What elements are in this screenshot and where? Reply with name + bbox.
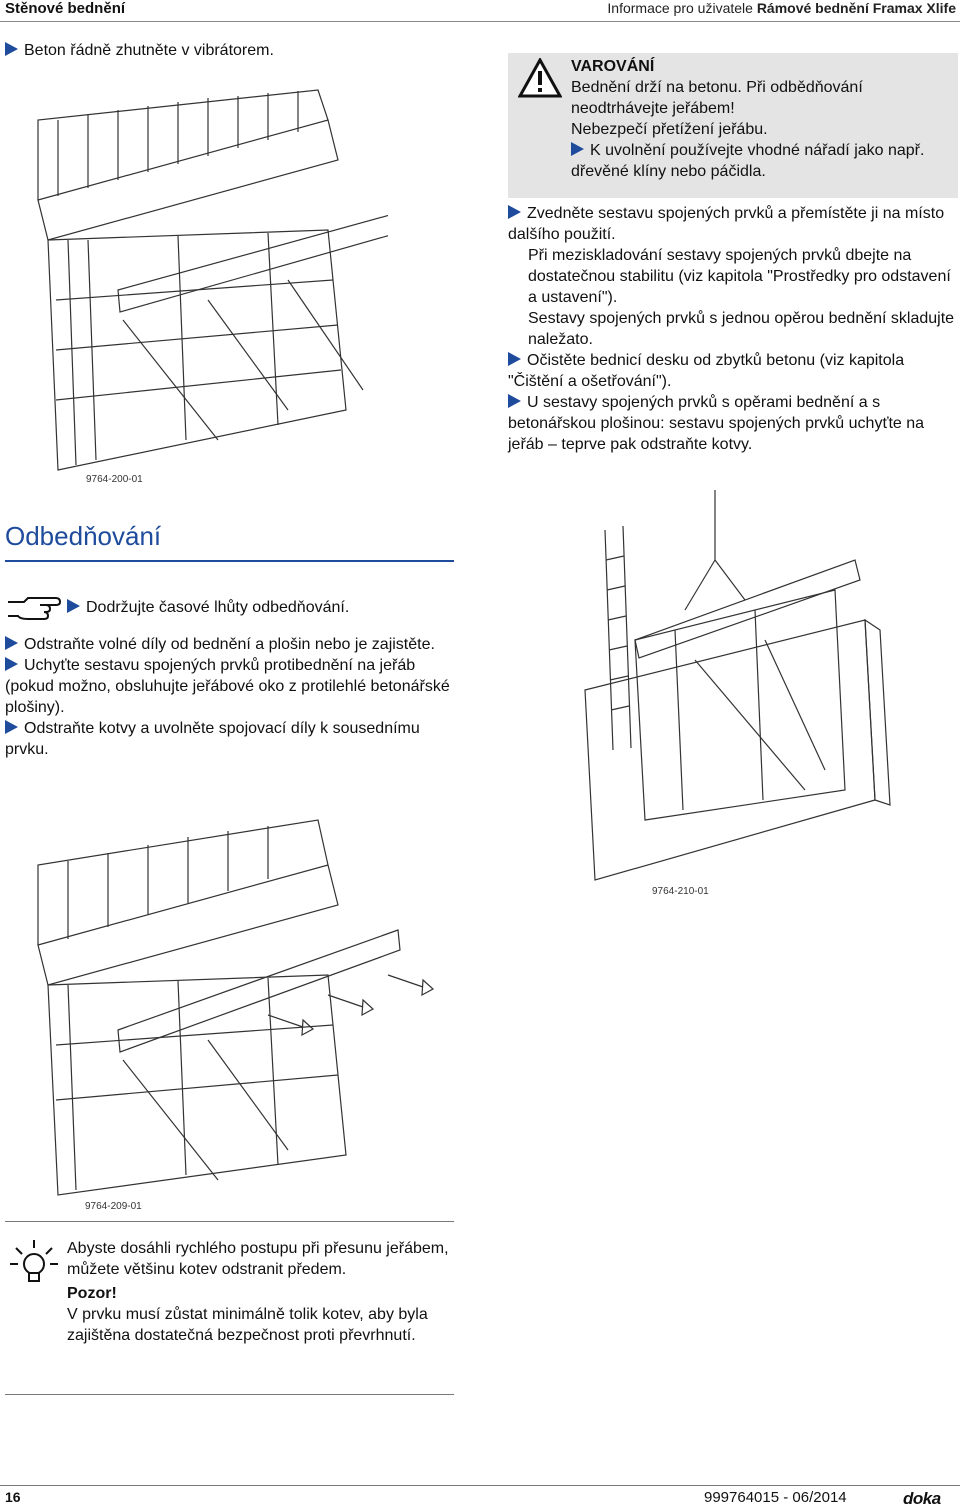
document-number: 999764015 - 06/2014: [704, 1489, 847, 1506]
push-pull-props: [122, 279, 364, 441]
platform-railing: [37, 819, 401, 1053]
header-divider: [0, 21, 960, 22]
figure-caption-2: 9764-210-01: [652, 886, 709, 897]
arrow-bullet-icon: [508, 394, 521, 408]
arrow-bullet-icon: [5, 636, 18, 650]
header-section-title: Stěnové bednění: [5, 0, 126, 17]
arrow-bullet-icon: [5, 657, 18, 671]
tip-quick-relocation: Abyste dosáhli rychlého postupu při přes…: [67, 1240, 449, 1278]
pointing-hand-icon: [8, 597, 62, 620]
arrow-bullet-icon: [508, 205, 521, 219]
caution-title: Pozor!: [67, 1285, 117, 1302]
page-number: 16: [5, 1489, 21, 1505]
removed-anchor-arrows: [267, 974, 435, 1037]
section-steps: Odstraňte volné díly od bednění a plošin…: [5, 634, 454, 760]
right-steps: Zvedněte sestavu spojených prvků a přemí…: [508, 203, 958, 455]
step-compact-concrete: Beton řádně zhutněte v vibrátorem.: [5, 40, 445, 61]
figure-caption-1: 9764-200-01: [86, 474, 143, 485]
step-attach-crane: U sestavy spojených prvků s opěrami bedn…: [508, 394, 925, 453]
step-remove-anchors: Odstraňte kotvy a uvolněte spojovací díl…: [5, 720, 420, 758]
formwork-panel: [47, 229, 347, 471]
section-divider: [5, 560, 454, 562]
lightbulb-icon: [10, 1240, 58, 1282]
warning-text: VAROVÁNÍ Bednění drží na betonu. Při odb…: [571, 56, 956, 182]
hint-stripping-times: Dodržujte časové lhůty odbedňování.: [67, 597, 457, 618]
crane-hook: [684, 490, 746, 611]
arrow-bullet-icon: [67, 599, 80, 613]
figure-caption-3: 9764-209-01: [85, 1201, 142, 1212]
warning-title: VAROVÁNÍ: [571, 58, 655, 75]
figure-formwork-on-wall: [584, 490, 891, 881]
note-storage-stability: Při meziskladování sestavy spojených prv…: [528, 247, 951, 306]
arrow-bullet-icon: [571, 142, 584, 156]
warning-box: [508, 53, 958, 198]
tip-top-divider: [5, 1221, 454, 1222]
step-lift-assembly: Zvedněte sestavu spojených prvků a přemí…: [508, 205, 945, 243]
step-remove-loose-parts: Odstraňte volné díly od bednění a plošin…: [5, 634, 454, 655]
arrow-bullet-icon: [5, 720, 18, 734]
warning-line-2: Nebezpečí přetížení jeřábu.: [571, 121, 768, 138]
doka-logo: doka: [903, 1489, 941, 1508]
section-title: Odbedňování: [5, 521, 162, 551]
caution-text: V prvku musí zůstat minimálně tolik kote…: [67, 1306, 428, 1344]
warning-icon: [518, 58, 562, 98]
header-doc-title: Informace pro uživatele Rámové bednění F…: [607, 0, 956, 16]
platform-railing: [37, 89, 388, 313]
footer-divider: [0, 1485, 960, 1486]
ladder: [604, 525, 632, 751]
step-attach-to-crane: Uchyťte sestavu spojených prvků protibed…: [5, 657, 450, 716]
note-store-flat: Sestavy spojených prvků s jednou opěrou …: [528, 310, 955, 348]
tip-bottom-divider: [5, 1394, 454, 1395]
formwork-panel: [47, 974, 347, 1196]
arrow-bullet-icon: [508, 352, 521, 366]
step-clean-panel: Očistěte bednicí desku od zbytků betonu …: [508, 352, 905, 390]
figure-formwork-assembly-1: [37, 89, 388, 471]
warning-line-1: Bednění drží na betonu. Při odbědňování …: [571, 79, 863, 117]
arrow-bullet-icon: [5, 42, 18, 56]
tip-text: Abyste dosáhli rychlého postupu při přes…: [67, 1238, 452, 1346]
formwork-panel-with-platform: [634, 559, 861, 821]
warning-action: K uvolnění používejte vhodné nářadí jako…: [571, 142, 925, 180]
concrete-wall: [584, 618, 891, 881]
figure-formwork-assembly-2: [37, 819, 435, 1196]
push-pull-props: [122, 1039, 289, 1181]
